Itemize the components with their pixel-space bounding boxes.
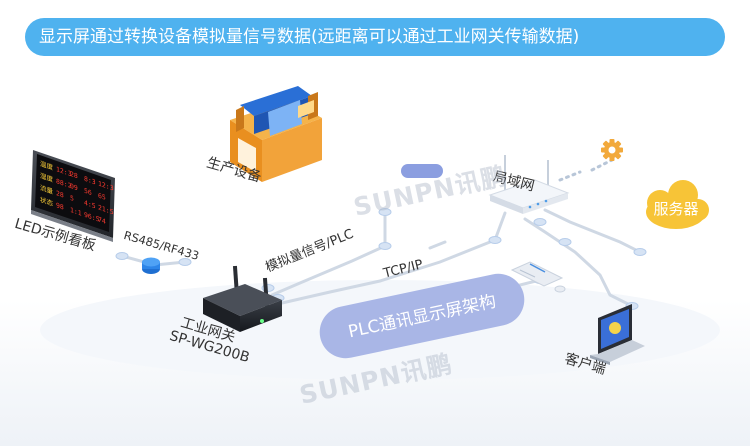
line-lan-server xyxy=(543,208,642,254)
led-value: 65 xyxy=(98,191,106,201)
server-label: 服务器 xyxy=(653,200,698,218)
led-value: 28 xyxy=(70,170,78,180)
connection-lines xyxy=(120,158,642,308)
led-value: 74 xyxy=(98,215,106,225)
led-value: 8:3 xyxy=(84,175,96,187)
lan-router-icon xyxy=(488,155,570,214)
gear-icon xyxy=(601,139,623,161)
led-value: 09 xyxy=(70,182,78,192)
line-gateway-equipment xyxy=(270,210,387,297)
industrial-gateway-icon xyxy=(203,265,282,332)
line-lan-gear-2 xyxy=(558,170,582,182)
title-banner: 显示屏通过转换设备模拟量信号数据(远距离可以通过工业网关传输数据) xyxy=(25,18,725,56)
line-short xyxy=(428,240,447,250)
architecture-pill: PLC通讯显示屏架构 xyxy=(319,273,525,359)
led-value: 5 xyxy=(70,194,74,203)
mouse-icon xyxy=(554,285,566,293)
led-value: 28 xyxy=(56,189,64,199)
line-gateway-lan xyxy=(280,211,507,305)
server-cloud-icon: 服务器 xyxy=(646,180,709,229)
led-value: 4:5 xyxy=(84,199,96,211)
small-pill xyxy=(401,164,443,178)
keyboard-icon xyxy=(510,261,564,287)
laptop-client-icon xyxy=(590,304,645,365)
production-equipment-icon xyxy=(230,86,322,182)
line-lan-client xyxy=(523,217,634,308)
line-lan-gear xyxy=(590,158,614,172)
led-value: 56 xyxy=(84,187,92,197)
rs485-converter xyxy=(142,257,160,274)
led-value: 1:1 xyxy=(70,206,82,218)
led-value: 98 xyxy=(56,201,64,211)
